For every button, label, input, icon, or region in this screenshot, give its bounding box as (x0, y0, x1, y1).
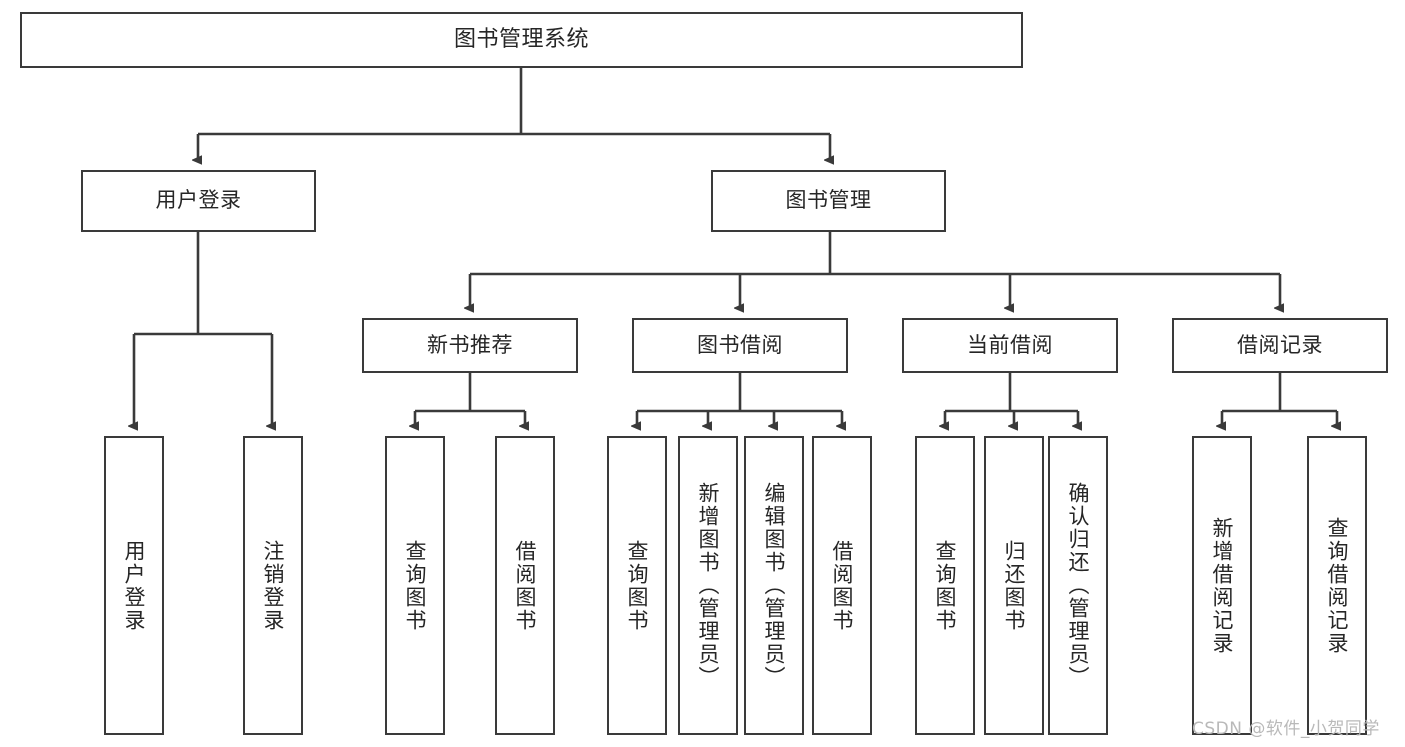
node-label: 新增借阅记录 (1210, 516, 1235, 655)
node-leaf-return-book[interactable]: 归还图书 (984, 436, 1044, 735)
node-label: 查询图书 (403, 539, 428, 632)
node-leaf-query-book-2[interactable]: 查询图书 (607, 436, 667, 735)
node-leaf-user-logout[interactable]: 注销登录 (243, 436, 303, 735)
node-leaf-borrow-book-2[interactable]: 借阅图书 (812, 436, 872, 735)
node-new-book-recommend[interactable]: 新书推荐 (362, 318, 578, 373)
node-label: 图书管理系统 (453, 26, 589, 52)
node-label: 用户登录 (122, 539, 147, 632)
node-borrow-record[interactable]: 借阅记录 (1172, 318, 1388, 373)
node-label: 借阅记录 (1237, 332, 1323, 357)
node-label: 借阅图书 (830, 539, 855, 632)
node-leaf-user-login[interactable]: 用户登录 (104, 436, 164, 735)
node-book-management[interactable]: 图书管理 (711, 170, 946, 232)
node-label: 归还图书 (1002, 539, 1027, 632)
node-leaf-edit-book[interactable]: 编辑图书（管理员） (744, 436, 804, 735)
node-leaf-query-book-1[interactable]: 查询图书 (385, 436, 445, 735)
node-label: 图书管理 (785, 188, 872, 213)
node-leaf-confirm-return[interactable]: 确认归还（管理员） (1048, 436, 1108, 735)
node-label: 图书借阅 (697, 332, 783, 357)
node-label: 用户登录 (155, 188, 242, 213)
node-leaf-add-record[interactable]: 新增借阅记录 (1192, 436, 1252, 735)
node-user-login[interactable]: 用户登录 (81, 170, 316, 232)
node-label: 确认归还（管理员） (1066, 482, 1091, 689)
node-book-borrow[interactable]: 图书借阅 (632, 318, 848, 373)
node-label: 编辑图书（管理员） (762, 482, 787, 689)
node-leaf-query-book-3[interactable]: 查询图书 (915, 436, 975, 735)
node-current-borrow[interactable]: 当前借阅 (902, 318, 1118, 373)
node-leaf-query-record[interactable]: 查询借阅记录 (1307, 436, 1367, 735)
node-label: 注销登录 (261, 539, 286, 632)
node-leaf-borrow-book-1[interactable]: 借阅图书 (495, 436, 555, 735)
node-label: 查询借阅记录 (1325, 516, 1350, 655)
node-leaf-add-book[interactable]: 新增图书（管理员） (678, 436, 738, 735)
node-label: 查询图书 (625, 539, 650, 632)
node-root-system[interactable]: 图书管理系统 (20, 12, 1023, 68)
node-label: 借阅图书 (513, 539, 538, 632)
node-label: 新增图书（管理员） (696, 482, 721, 689)
node-label: 新书推荐 (427, 332, 513, 357)
node-label: 查询图书 (933, 539, 958, 632)
csdn-watermark: CSDN @软件_小贺同学 (1192, 719, 1380, 739)
node-label: 当前借阅 (967, 332, 1053, 357)
